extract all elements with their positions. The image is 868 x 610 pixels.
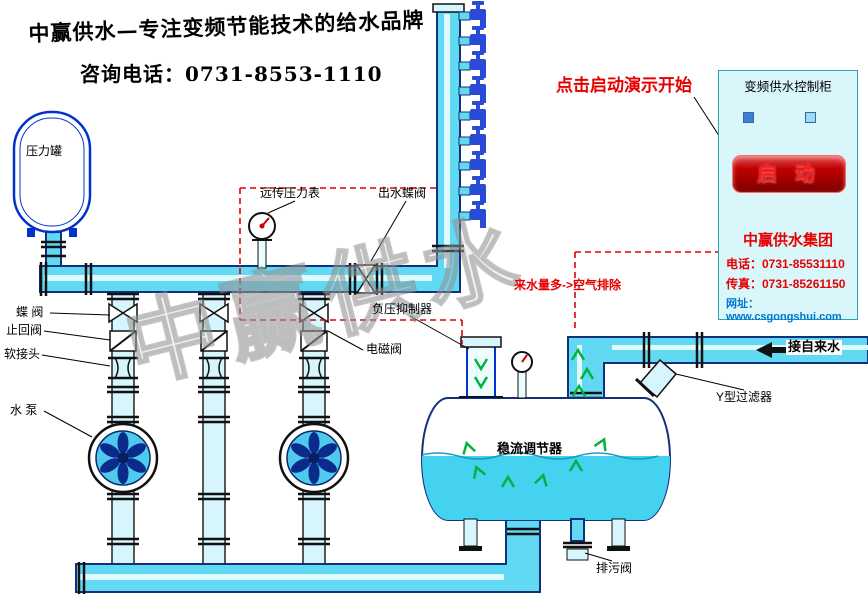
drain-valve [563,518,592,561]
faucet [458,176,486,203]
cabinet-website[interactable]: 网址：www.csgongshui.com [726,298,842,323]
soft-joint-label: 软接头 [4,347,41,361]
pressure-tank-label: 压力罐 [26,144,63,158]
main-pipe-and-riser [39,3,466,296]
pressure-tank [12,110,92,237]
control-dashed-lines [239,187,718,344]
solenoid-valve-label: 电磁阀 [366,342,403,356]
faucet [458,51,486,78]
y-filter-label: Y型过滤器 [716,390,773,404]
remote-pressure-gauge [248,212,276,269]
cabinet-title: 变频供水控制柜 [744,80,832,94]
suppressor-label: 负压抑制器 [372,302,433,316]
water-pump-label: 水 泵 [10,403,38,417]
control-cabinet: 变频供水控制柜 启 动 中赢供水集团 电话：0731-85531110 传真：0… [718,70,858,323]
outlet-butterfly-valve [348,263,384,295]
click-start-hint: 点击启动演示开始 [556,76,692,95]
flow-regulator-tank [421,348,671,561]
leader-lines [41,96,745,562]
tap-water-label: 接自来水 [786,339,843,355]
pressure-tank-feed-pipe [41,231,66,269]
outlet-valve-label: 出水蝶阀 [378,186,427,200]
y-filter [634,332,704,399]
faucet [458,101,486,128]
cabinet-fax: 传真：0731-85261150 [726,277,846,291]
remote-gauge-label: 远传压力表 [260,186,321,200]
tank-legs [459,518,630,551]
faucet [458,76,486,103]
pump-1 [87,422,159,494]
indicator-light-1 [743,112,754,123]
indicator-light-2 [805,112,816,123]
start-button[interactable]: 启 动 [732,155,846,193]
negative-pressure-suppressor [459,336,503,399]
inlet-arrow-icon [756,342,794,358]
check-valve-label: 止回阀 [6,323,43,337]
incoming-air-note: 来水量多->空气排除 [514,278,622,292]
faucet [458,26,486,53]
drain-valve-label: 排污阀 [596,561,633,575]
flow-regulator-label: 稳流调节器 [497,441,563,456]
faucet [458,201,486,228]
tank-water [422,452,670,520]
consult-phone: 咨询电话：0731-8553-1110 [80,62,383,86]
company-name: 中赢供水集团 [742,232,833,249]
tank-pressure-gauge [511,351,533,399]
cabinet-phone: 电话：0731-85531110 [726,257,845,271]
faucet [458,151,486,178]
faucet-row [458,1,486,228]
pump-2 [278,422,350,494]
faucet [458,126,486,153]
butterfly-valve-label: 蝶 阀 [16,305,44,319]
